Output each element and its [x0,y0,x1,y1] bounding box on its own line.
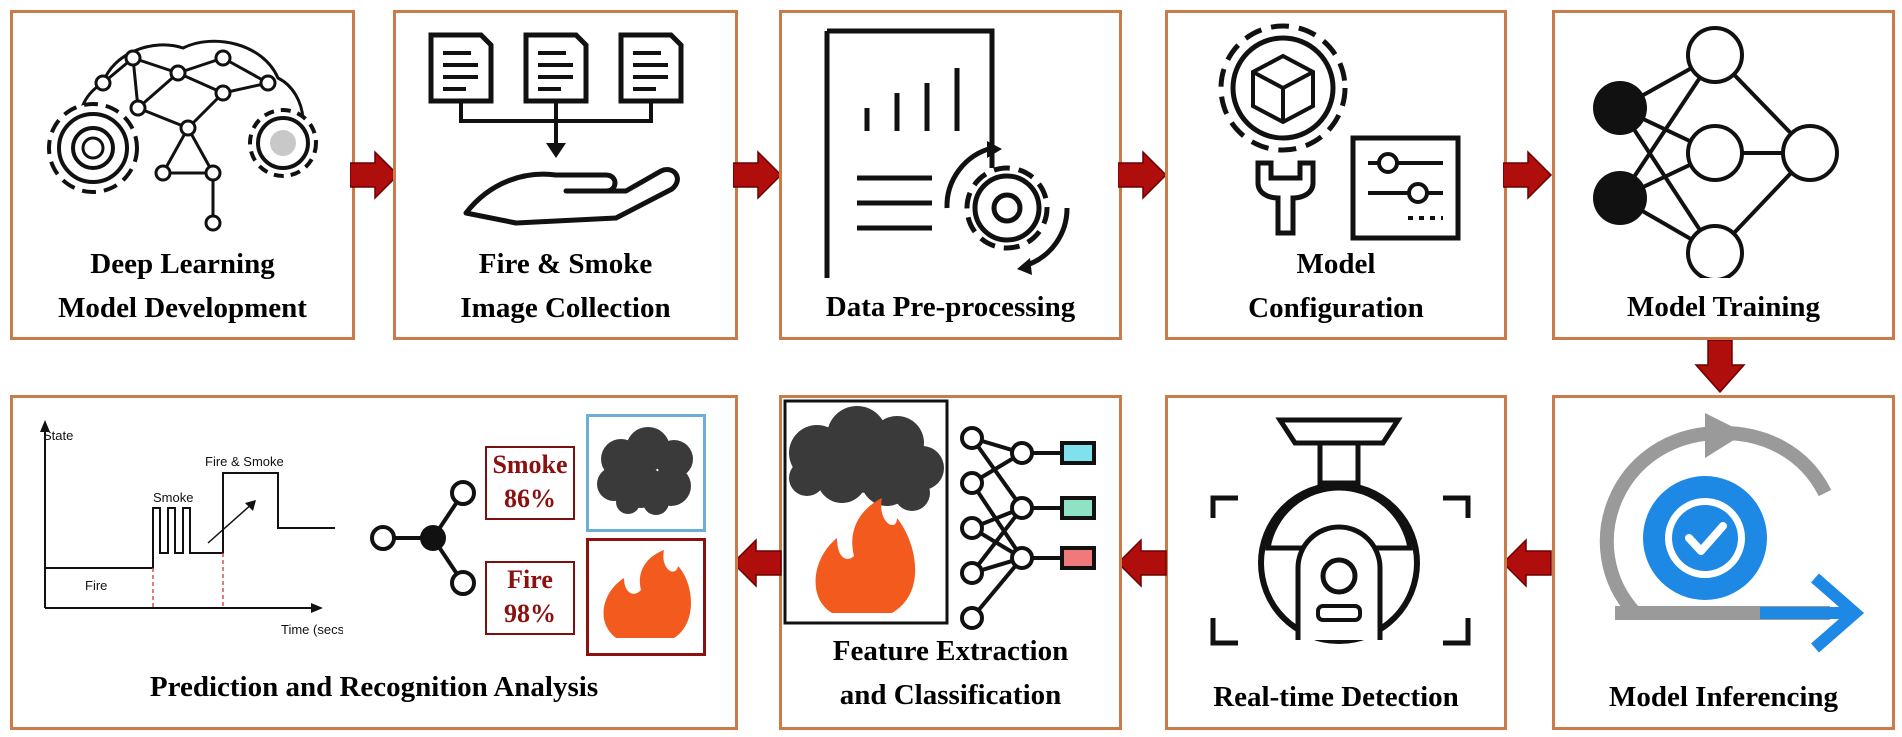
gear-cube-wrench-sliders-icon [1218,23,1461,241]
step-title-line1: Real-time Detection [1213,681,1459,713]
step-title-line1: Prediction and Recognition Analysis [149,671,599,703]
step-title-line2: Model Development [58,291,307,324]
plot-fire-label: Fire [85,578,107,593]
step-title-line2: and Classification [839,678,1062,711]
fire-result-box: Fire 98% [485,561,575,635]
fire-flame-icon [586,538,706,656]
smoke-cloud-icon [586,414,706,532]
flow-arrow-down [1694,340,1746,394]
step-title-line1: Fire & Smoke [478,248,653,280]
step-title-line1: Feature Extraction [832,635,1069,667]
step-real-time-detection: Real-time Detection [1165,395,1507,730]
flow-arrow-right [1118,150,1168,200]
share-node-icon [370,480,476,596]
document-processing-icon [824,28,1070,278]
smoke-cloud-icon [789,406,944,511]
step-model-training: Model Training [1552,10,1895,340]
smoke-result-percent: 86% [504,483,556,513]
surveillance-camera-icon [1210,417,1471,646]
plot-fire-smoke-label: Fire & Smoke [205,454,284,469]
flow-arrow-right [733,150,783,200]
flow-arrow-left [1503,538,1552,588]
fire-result-label: Fire [507,565,553,594]
step-fire-smoke-image-collection: Fire & Smoke Image Collection [393,10,738,340]
plot-smoke-label: Smoke [153,490,193,505]
step-model-configuration: Model Configuration [1165,10,1507,340]
step-title-line1: Data Pre-processing [825,291,1076,323]
step-title-line1: Model Training [1626,291,1821,323]
step-prediction-recognition-analysis: State Time (secs) Fire Smoke Fire & Smok… [10,395,738,730]
flow-arrow-left [733,538,782,588]
fire-result-percent: 98% [504,598,556,628]
step-title-line2: Configuration [1248,291,1424,324]
flow-arrow-right [1503,150,1553,200]
neural-network-icon [1593,26,1839,278]
step-model-inferencing: Model Inferencing [1552,395,1895,730]
step-title-line1: Model Inferencing [1608,681,1839,713]
smoke-result-label: Smoke [492,450,568,479]
inferencing-cycle-icon [1599,413,1865,653]
step-deep-learning-model-development: Deep Learning Model Development [10,10,355,340]
brain-gears-icon [47,39,318,232]
plot-x-label: Time (secs) [281,622,343,637]
step-data-pre-processing: Data Pre-processing [779,10,1122,340]
feature-extraction-illustration [783,399,1096,630]
plot-y-label: State [43,428,73,443]
flow-arrow-left [1118,538,1167,588]
smoke-result-box: Smoke 86% [485,446,575,520]
state-time-plot: State Time (secs) Fire Smoke Fire & Smok… [40,420,343,637]
fire-flame-icon [815,498,916,613]
step-feature-extraction-classification: Feature Extraction and Classification [779,395,1122,730]
step-title-line1: Model [1296,248,1376,280]
flow-arrow-right [350,150,400,200]
documents-to-hand-icon [428,32,684,226]
step-title-line1: Deep Learning [90,248,275,280]
step-title-line2: Image Collection [460,291,671,324]
